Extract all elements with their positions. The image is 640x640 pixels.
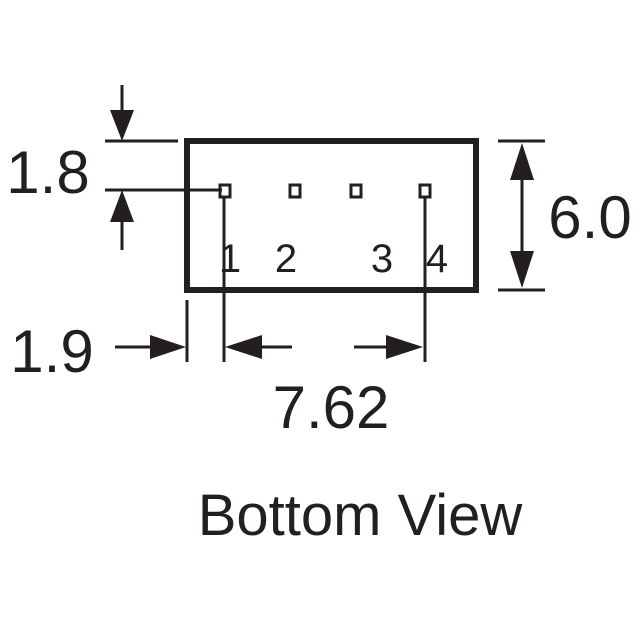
arrow-down-icon [510,251,534,288]
pin-pad-2 [288,183,302,199]
pin-label-1: 1 [219,237,241,281]
pin-label-3: 3 [371,237,393,281]
pin-label-4: 4 [426,237,448,281]
view-caption: Bottom View [198,483,524,548]
dimension-label-1-9: 1.9 [10,318,93,385]
pin-pad-4 [418,183,432,199]
pin-label-2: 2 [275,237,297,281]
arrow-down-icon [110,110,134,141]
dimension-label-7-62: 7.62 [273,374,390,441]
arrow-right-icon [150,335,186,359]
dimension-label-1-8: 1.8 [6,139,89,206]
pin-pad-3 [349,183,363,199]
arrow-up-icon [110,190,134,222]
component-body-outline [184,138,479,293]
dimension-label-6-0: 6.0 [548,184,631,251]
arrow-up-icon [510,143,534,180]
arrow-left-icon [225,335,262,359]
arrow-right-icon [386,335,423,359]
